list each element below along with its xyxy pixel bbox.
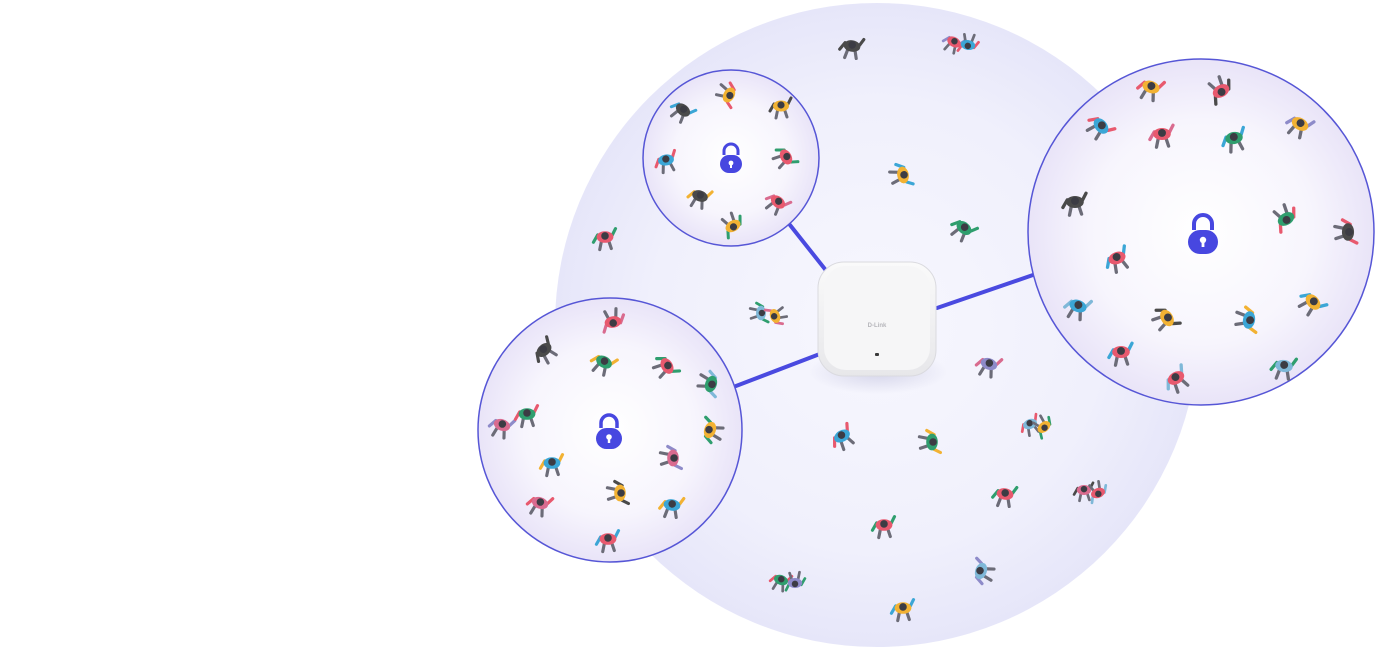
secure-group-right xyxy=(1027,58,1375,406)
lock-icon xyxy=(596,413,622,449)
person-figure xyxy=(1020,412,1040,438)
person-figure xyxy=(888,162,915,186)
person-figure xyxy=(838,37,866,61)
person-figure xyxy=(1148,123,1175,149)
person-figure xyxy=(487,418,517,440)
person-figure xyxy=(889,598,916,623)
person-figure xyxy=(605,479,630,506)
person-figure xyxy=(1107,341,1134,367)
person-figure xyxy=(1063,299,1093,322)
person-figure xyxy=(1285,116,1316,140)
access-point-brand-logo: D-Link xyxy=(868,323,887,329)
lock-icon xyxy=(1188,213,1218,254)
person-figure xyxy=(513,404,540,429)
person-figure xyxy=(602,307,626,334)
person-figure xyxy=(658,444,683,471)
person-figure xyxy=(686,190,714,210)
coverage-people-layer xyxy=(591,32,1108,623)
person-figure xyxy=(525,496,555,518)
person-figure xyxy=(956,32,980,52)
person-figure xyxy=(1333,218,1359,245)
person-figure xyxy=(1072,481,1095,503)
person-figure xyxy=(658,496,686,520)
person-figure xyxy=(714,81,736,110)
access-point-device: D-Link xyxy=(808,261,948,394)
link-line-left xyxy=(734,350,827,388)
lock-icon xyxy=(720,142,742,173)
person-figure xyxy=(763,306,789,326)
person-figure xyxy=(1085,117,1117,141)
person-figure xyxy=(720,211,742,240)
link-line-right xyxy=(935,273,1035,310)
person-figure xyxy=(594,529,621,554)
connection-lines xyxy=(734,223,1035,388)
person-figure xyxy=(696,369,718,399)
person-figure xyxy=(1221,125,1245,154)
person-figure xyxy=(748,301,770,324)
secure-group-left-people xyxy=(487,307,725,554)
person-figure xyxy=(974,556,996,586)
person-figure xyxy=(950,220,980,243)
person-figure xyxy=(784,570,807,592)
person-figure xyxy=(771,148,800,170)
person-figure xyxy=(591,227,618,252)
person-figure xyxy=(1234,305,1258,335)
person-figure xyxy=(654,148,676,175)
person-figure xyxy=(1272,203,1296,234)
person-figure xyxy=(917,428,942,455)
person-figure xyxy=(1151,308,1182,332)
person-figure xyxy=(589,354,619,377)
person-figure xyxy=(1136,80,1166,103)
person-figure xyxy=(768,96,793,120)
person-figure xyxy=(1032,414,1052,440)
person-figure xyxy=(870,515,897,540)
secure-group-right-people xyxy=(1061,75,1359,394)
person-figure xyxy=(833,421,855,452)
person-figure xyxy=(703,415,725,445)
access-point-led xyxy=(875,353,879,356)
person-figure xyxy=(1105,244,1129,274)
person-figure xyxy=(1297,293,1329,317)
secure-group-top-people xyxy=(654,81,800,240)
person-figure xyxy=(1088,479,1108,505)
secure-group-left xyxy=(477,297,743,563)
person-figure xyxy=(1269,357,1299,381)
person-figure xyxy=(1061,191,1088,217)
person-figure xyxy=(764,194,793,216)
secure-group-top xyxy=(642,69,820,247)
person-figure xyxy=(991,485,1019,509)
person-figure xyxy=(669,102,698,124)
person-figure xyxy=(974,357,1004,379)
person-figure xyxy=(538,453,565,478)
person-figure xyxy=(1207,75,1231,106)
person-figure xyxy=(1166,363,1190,394)
person-figure xyxy=(535,335,558,365)
link-line-top xyxy=(788,223,834,280)
person-figure xyxy=(651,357,682,379)
person-figure xyxy=(941,35,967,55)
